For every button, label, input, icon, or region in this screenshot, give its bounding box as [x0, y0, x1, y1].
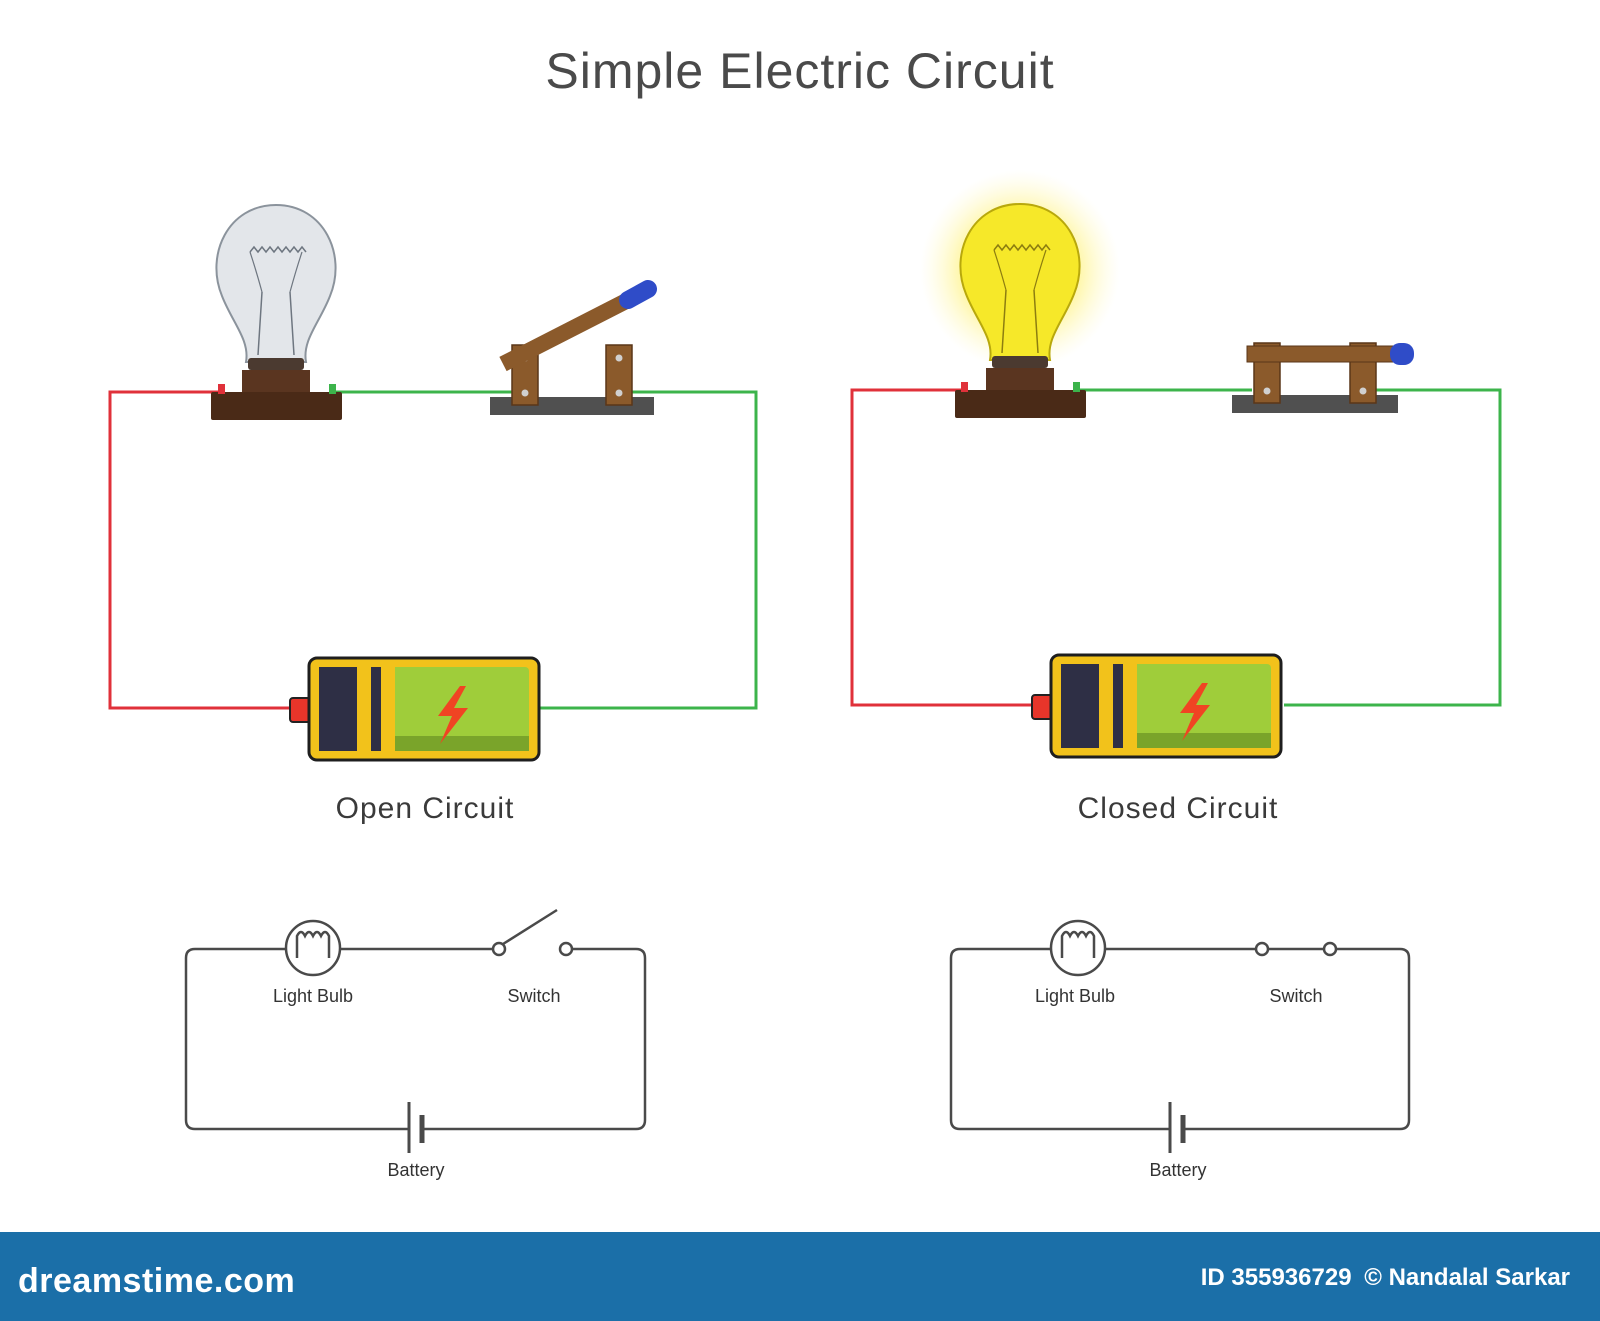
open-battery-label: Battery	[387, 1160, 445, 1180]
negative-wire	[1284, 388, 1502, 707]
bulb-symbol	[1049, 919, 1107, 977]
closed-circuit-caption: Closed Circuit	[1077, 792, 1279, 825]
switch-terminal	[558, 941, 574, 957]
open-circuit-schematic	[184, 908, 647, 1153]
closed-light-bulb-label: Light Bulb	[1034, 986, 1116, 1006]
copyright-author: © Nandalal Sarkar	[1364, 1264, 1570, 1291]
battery-icon	[1031, 653, 1283, 759]
switch-lever	[502, 908, 558, 946]
image-credit: ID 355936729 © Nandalal Sarkar	[1195, 1264, 1570, 1292]
light-bulb-off-icon	[211, 203, 342, 420]
closed-circuit-schematic	[949, 919, 1411, 1153]
footer-bar: dreamstime.com ID 355936729 © Nandalal S…	[0, 1232, 1600, 1321]
open-circuit-caption: Open Circuit	[335, 792, 515, 825]
open-circuit	[108, 203, 758, 762]
knife-switch-open-icon	[490, 280, 657, 415]
positive-wire	[108, 390, 296, 710]
image-id: ID 355936729	[1200, 1264, 1352, 1291]
brand-logo[interactable]: dreamstime.com	[18, 1262, 296, 1300]
bulb-symbol	[284, 919, 342, 977]
knife-switch-closed-icon	[1232, 342, 1414, 413]
switch-terminal	[491, 941, 507, 957]
closed-switch-label: Switch	[1269, 986, 1323, 1006]
closed-circuit	[850, 170, 1502, 759]
light-bulb-on-icon	[920, 170, 1120, 418]
negative-wire	[540, 390, 758, 710]
battery-icon	[289, 656, 541, 762]
circuit-illustration	[108, 170, 1502, 1153]
switch-terminal	[1322, 941, 1338, 957]
open-light-bulb-label: Light Bulb	[272, 986, 354, 1006]
switch-terminal	[1254, 941, 1270, 957]
page-title: Simple Electric Circuit	[545, 43, 1055, 99]
positive-wire	[850, 388, 1036, 707]
closed-battery-label: Battery	[1149, 1160, 1207, 1180]
open-switch-label: Switch	[507, 986, 561, 1006]
